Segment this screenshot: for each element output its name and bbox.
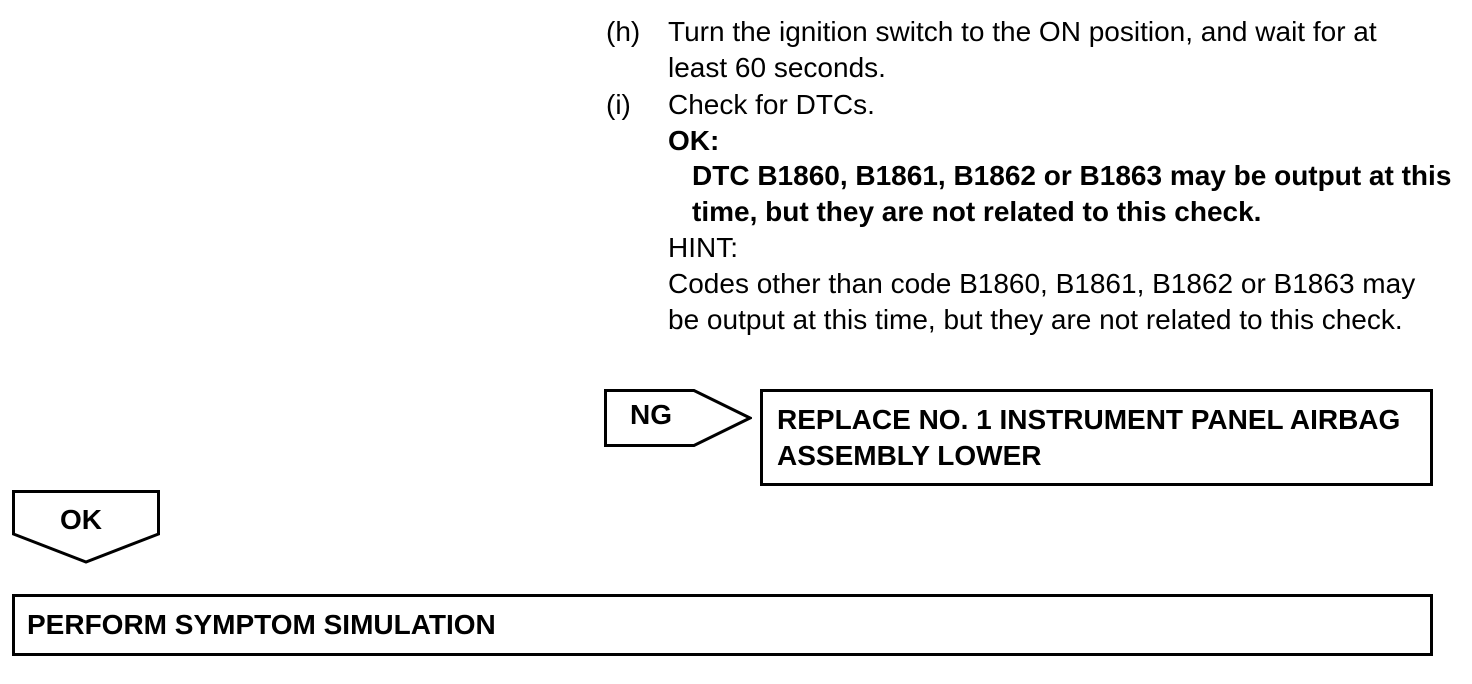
- ng-result-text: REPLACE NO. 1 INSTRUMENT PANEL AIRBAG AS…: [777, 404, 1401, 471]
- ng-label: NG: [630, 399, 672, 430]
- hint-label: HINT:: [668, 232, 738, 263]
- hint-text: Codes other than code B1860, B1861, B186…: [668, 268, 1416, 335]
- ng-arrow-flag: [604, 389, 752, 447]
- step-text: Check for DTCs.: [668, 89, 875, 120]
- ok-label: OK: [60, 504, 102, 535]
- next-step-box: PERFORM SYMPTOM SIMULATION: [12, 594, 1433, 656]
- ok-criteria-label: OK:: [668, 125, 720, 156]
- step-text: Turn the ignition switch to the ON posit…: [668, 16, 1377, 83]
- ng-result-box: REPLACE NO. 1 INSTRUMENT PANEL AIRBAG AS…: [760, 389, 1433, 486]
- ok-arrow-flag: [12, 490, 160, 564]
- ok-criteria-text: DTC B1860, B1861, B1862 or B1863 may be …: [692, 160, 1452, 227]
- step-marker: (i): [606, 89, 631, 120]
- next-step-text: PERFORM SYMPTOM SIMULATION: [27, 609, 496, 640]
- step-marker: (h): [606, 16, 641, 47]
